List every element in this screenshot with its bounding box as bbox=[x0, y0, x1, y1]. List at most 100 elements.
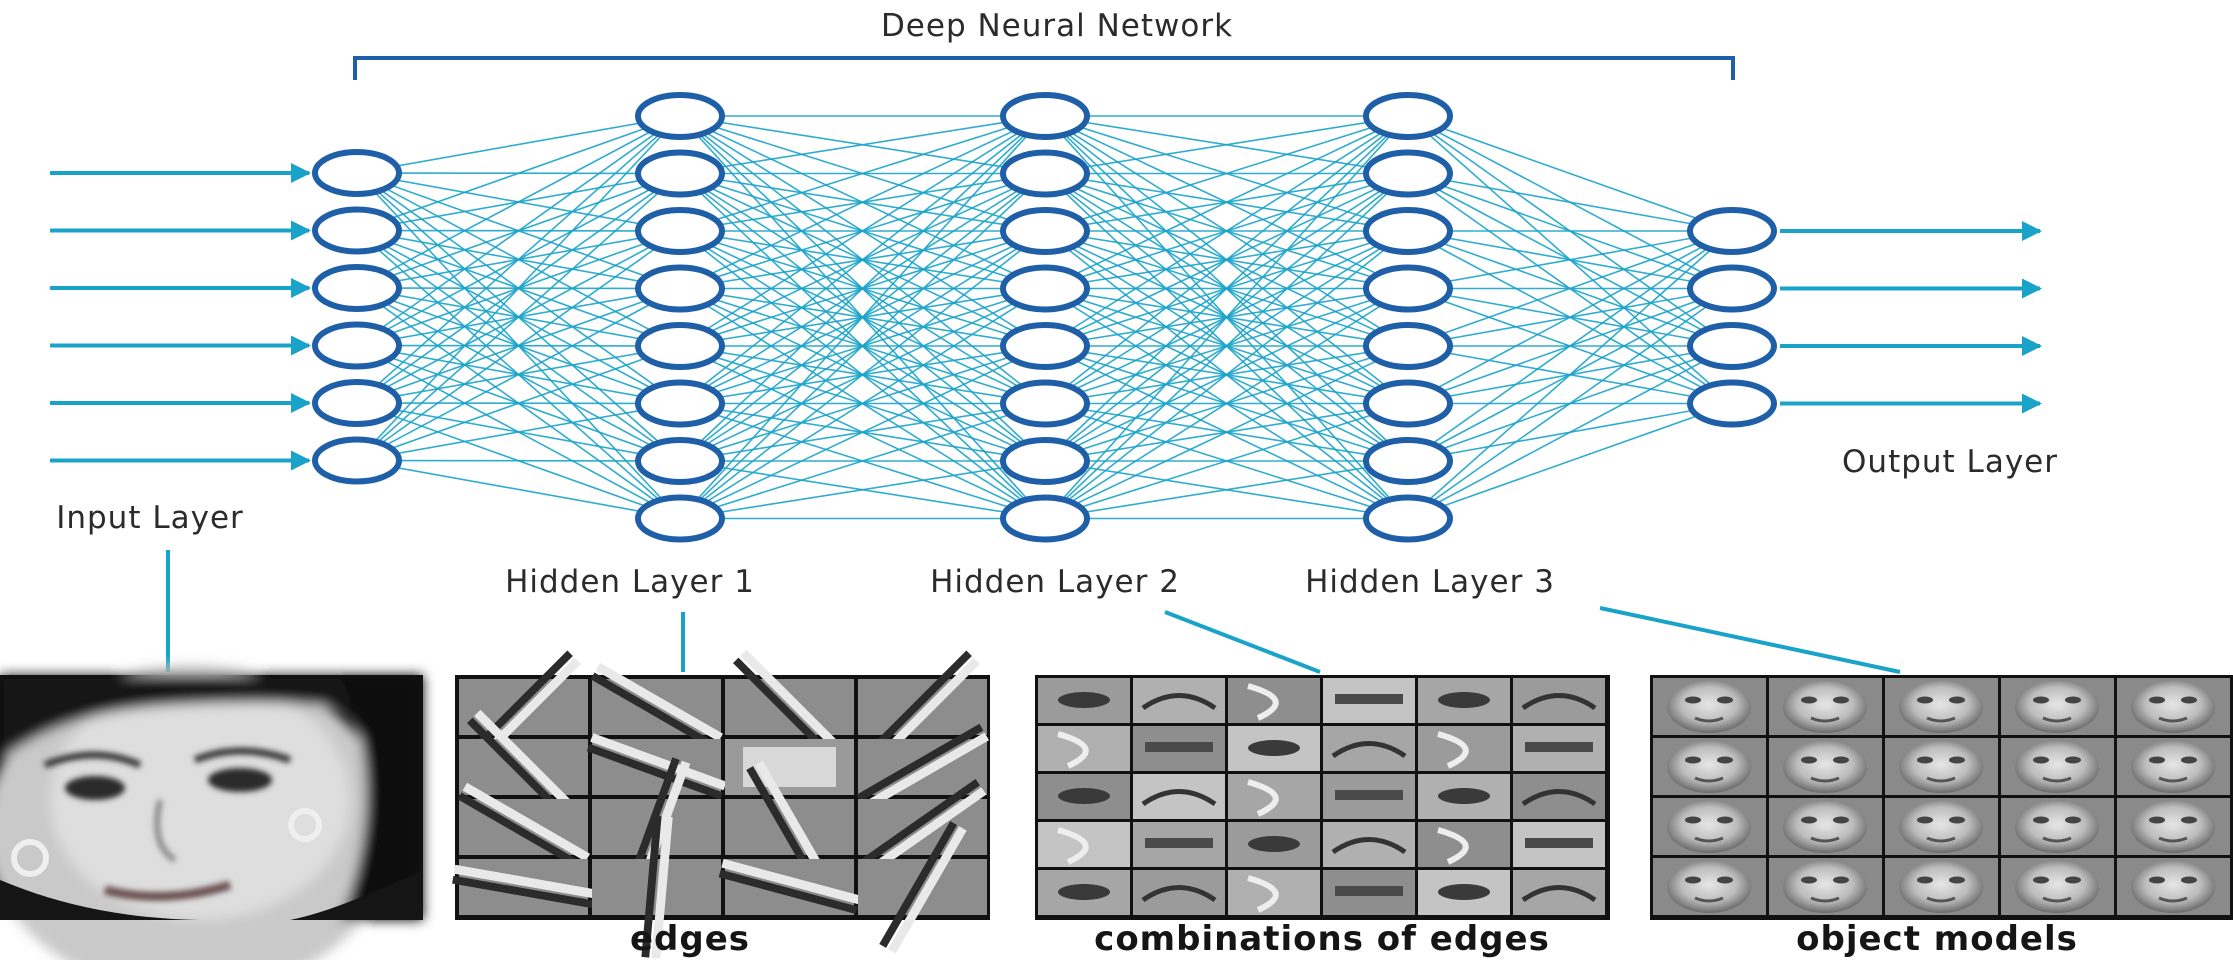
face-model-tile bbox=[2001, 798, 2114, 855]
connection-line bbox=[1044, 115, 1409, 405]
hidden-layer-1-label: Hidden Layer 1 bbox=[505, 564, 755, 600]
connection-line bbox=[1044, 402, 1409, 520]
neuron bbox=[635, 379, 725, 428]
connection-line bbox=[1407, 172, 1733, 232]
connection-line bbox=[1044, 460, 1409, 520]
connection-line bbox=[1044, 115, 1409, 232]
face-model-tile bbox=[1769, 858, 1882, 915]
neuron bbox=[312, 264, 402, 312]
connection-line bbox=[1407, 115, 1733, 232]
neuron bbox=[1000, 322, 1090, 370]
neuron bbox=[635, 149, 725, 198]
edge-combination-tile bbox=[1418, 678, 1510, 723]
face-model-tile bbox=[1653, 738, 1766, 795]
connection-line bbox=[1044, 172, 1409, 520]
edge-filter-tile bbox=[725, 649, 854, 764]
face-model-tile bbox=[1653, 798, 1766, 855]
connection-line bbox=[356, 287, 681, 462]
connection-line bbox=[679, 115, 1046, 290]
face-model-tile bbox=[2001, 738, 2114, 795]
connection-line bbox=[679, 230, 1046, 520]
edge-combination-tile bbox=[1323, 678, 1415, 723]
connection-line bbox=[1044, 230, 1409, 520]
connection-line bbox=[356, 115, 681, 404]
connection-line bbox=[356, 115, 681, 174]
connection-line bbox=[1407, 230, 1733, 462]
network-title: Deep Neural Network bbox=[881, 8, 1233, 44]
face-model-tile bbox=[1769, 678, 1882, 735]
edge-combination-tile bbox=[1133, 678, 1225, 723]
edge-combination-tile bbox=[1418, 726, 1510, 771]
face-model-tile bbox=[2117, 678, 2230, 735]
neuron bbox=[1000, 264, 1090, 313]
face-model-tile bbox=[1653, 858, 1766, 915]
edge-filter-tile bbox=[858, 650, 987, 765]
edge-filter-tile bbox=[452, 859, 596, 915]
neuron bbox=[312, 149, 402, 197]
face-model-tile bbox=[2117, 798, 2230, 855]
neurons-group bbox=[312, 92, 1777, 543]
neuron bbox=[1363, 494, 1453, 543]
neuron bbox=[1000, 92, 1090, 140]
connection-line bbox=[1044, 115, 1409, 462]
edge-combination-tile bbox=[1133, 822, 1225, 867]
edge-combination-tile bbox=[1513, 678, 1605, 723]
object-models-caption: object models bbox=[1796, 919, 2078, 959]
neuron bbox=[1687, 379, 1777, 428]
edge-combination-tile bbox=[1133, 774, 1225, 819]
neuron bbox=[1363, 149, 1453, 198]
edge-combination-tile bbox=[1038, 822, 1130, 867]
edges-caption: edges bbox=[630, 919, 750, 959]
connection-line bbox=[1407, 230, 1733, 290]
edge-combination-tile bbox=[1228, 726, 1320, 771]
connection-line bbox=[679, 402, 1046, 520]
neuron bbox=[1687, 264, 1777, 313]
neuron bbox=[1000, 494, 1090, 543]
combinations-caption: combinations of edges bbox=[1094, 919, 1550, 959]
connection-line bbox=[679, 115, 1046, 462]
edge-filter-tile bbox=[457, 782, 590, 871]
face-model-tile bbox=[2001, 858, 2114, 915]
edge-combination-tile bbox=[1228, 774, 1320, 819]
connection-line bbox=[1407, 230, 1733, 520]
face-model-tile bbox=[1653, 678, 1766, 735]
connection-line bbox=[356, 230, 681, 462]
connection-line bbox=[1407, 402, 1733, 520]
connection-line bbox=[1407, 345, 1733, 520]
edge-combination-tile bbox=[1513, 870, 1605, 915]
face-photo-panel bbox=[0, 665, 423, 960]
neuron bbox=[1363, 379, 1453, 428]
neuron bbox=[635, 92, 725, 140]
neuron bbox=[1363, 264, 1453, 313]
neuron bbox=[635, 437, 725, 485]
edge-combination-tile bbox=[1323, 774, 1415, 819]
face-model-tile bbox=[1885, 678, 1998, 735]
connection-line bbox=[356, 115, 681, 289]
neuron bbox=[1000, 379, 1090, 428]
edge-filters-panel bbox=[452, 649, 990, 959]
neuron bbox=[635, 264, 725, 313]
connection-line bbox=[1407, 287, 1733, 520]
neuron bbox=[1363, 322, 1453, 370]
edge-filter-tile bbox=[459, 709, 588, 824]
edge-combination-tile bbox=[1418, 870, 1510, 915]
face-model-tile bbox=[1885, 798, 1998, 855]
object-models-panel bbox=[1650, 675, 2233, 920]
edge-combination-tile bbox=[1513, 726, 1605, 771]
edge-combination-tile bbox=[1323, 870, 1415, 915]
leader-line-hidden-2 bbox=[1164, 610, 1321, 674]
leader-line-hidden-3 bbox=[1599, 606, 1901, 674]
edge-combination-tile bbox=[1038, 870, 1130, 915]
connection-line bbox=[356, 115, 681, 232]
connection-line bbox=[356, 402, 681, 462]
connection-line bbox=[1044, 115, 1409, 290]
connection-line bbox=[679, 115, 1046, 405]
connection-line bbox=[679, 115, 1046, 175]
edge-combination-tile bbox=[1038, 726, 1130, 771]
connection-line bbox=[1044, 345, 1409, 520]
hidden-layer-3-label: Hidden Layer 3 bbox=[1305, 564, 1555, 600]
connection-line bbox=[1407, 230, 1733, 405]
edge-combination-tile bbox=[1228, 870, 1320, 915]
connection-line bbox=[1044, 115, 1409, 347]
edge-filter-tile bbox=[725, 739, 854, 795]
